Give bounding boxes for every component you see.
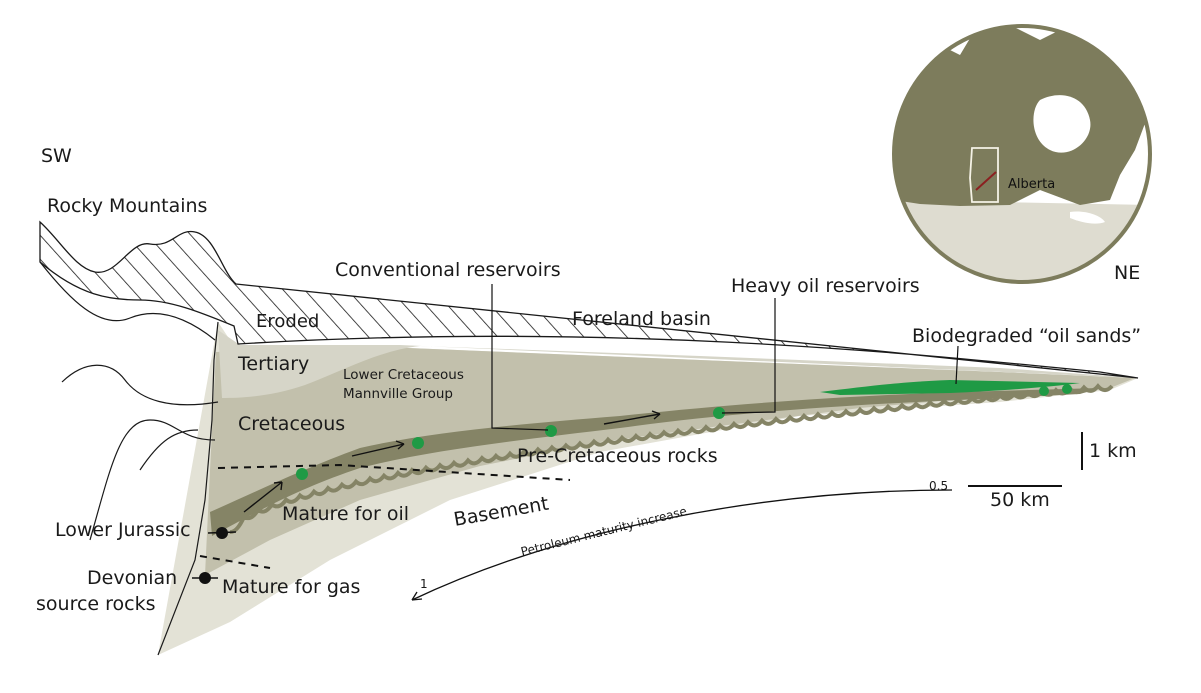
reservoir-dot (545, 425, 557, 437)
source-rocks-label: source rocks (36, 593, 156, 615)
vertical-scale-label: 1 km (1089, 440, 1137, 462)
section-line (975, 171, 997, 191)
mature-for-oil-label: Mature for oil (282, 503, 409, 525)
foreland-basin-label: Foreland basin (572, 308, 711, 330)
maturity-end-label: 1 (420, 577, 428, 591)
mountain-fold-lines (39, 261, 219, 656)
reservoir-dot (713, 407, 725, 419)
ne-label: NE (1114, 262, 1140, 284)
sw-label: SW (41, 145, 72, 167)
lower-jurassic-label: Lower Jurassic (55, 519, 191, 541)
tertiary-label: Tertiary (237, 353, 309, 375)
conventional-reservoirs-label: Conventional reservoirs (335, 259, 561, 281)
horizontal-scale-label: 50 km (990, 489, 1050, 511)
alberta-outline (969, 147, 999, 203)
migration-arrows (243, 410, 661, 513)
rocky-mountains-label: Rocky Mountains (47, 195, 207, 217)
devonian-label: Devonian (87, 567, 177, 589)
maturity-start-label: 0.5 (929, 479, 948, 493)
reservoir-dots (296, 384, 1072, 480)
lower-jurassic-source-dot (216, 527, 228, 539)
source-rock-markers (192, 527, 237, 584)
mature-for-gas-label: Mature for gas (222, 576, 360, 598)
leader-lines (491, 284, 959, 431)
reservoir-dot (412, 437, 424, 449)
devonian-source-dot (199, 572, 211, 584)
tertiary-layer (218, 330, 1138, 398)
maturity-arrow (411, 489, 953, 601)
eroded-label: Eroded (256, 311, 319, 332)
oil-sands-lens (820, 380, 1080, 395)
reservoir-dot (1039, 386, 1049, 396)
inset-globe-map (892, 24, 1152, 284)
basement-label: Basement (452, 493, 550, 531)
pre-cretaceous-label: Pre-Cretaceous rocks (517, 445, 718, 467)
lower-cretaceous-label: Lower Cretaceous (343, 367, 464, 383)
cretaceous-label: Cretaceous (238, 413, 345, 435)
oil-window-boundary (217, 463, 571, 481)
reservoir-dot (296, 468, 308, 480)
hudson-bay (1033, 95, 1091, 153)
unconformity-line (229, 383, 1114, 534)
alberta-label: Alberta (1008, 177, 1055, 192)
great-lakes (1070, 211, 1105, 224)
mannville-group-label: Mannville Group (343, 386, 453, 402)
biodegraded-oil-sands-label: Biodegraded “oil sands” (912, 325, 1141, 347)
canada-landmass (894, 26, 1150, 206)
reservoir-dot (1062, 384, 1072, 394)
eroded-hatched-layer (39, 220, 1139, 379)
heavy-oil-reservoirs-label: Heavy oil reservoirs (731, 275, 920, 297)
